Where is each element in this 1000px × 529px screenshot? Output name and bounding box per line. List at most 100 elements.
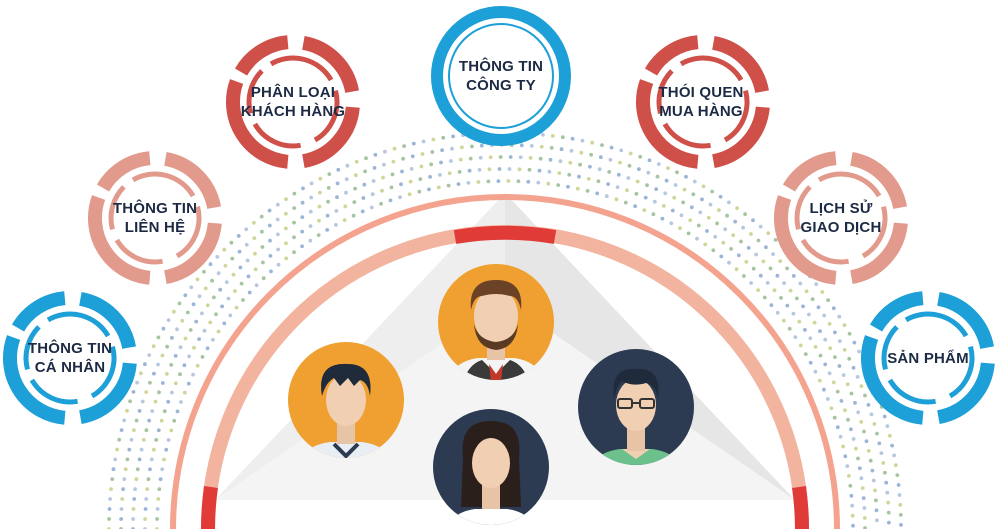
arc-dot [888,434,892,438]
arc-dot [859,420,863,424]
arc-dot [833,331,837,335]
arc-dot [702,185,706,189]
arc-dot [318,205,322,209]
arc-dot [245,243,249,247]
arc-dot [840,399,844,403]
arc-dot [154,400,158,404]
arc-dot [218,288,222,292]
arc-dot [169,363,173,367]
arc-dot [833,416,837,420]
arc-dot [343,205,347,209]
arc-dot [890,444,894,448]
arc-dot [144,390,148,394]
arc-dot [192,346,196,350]
arc-dot [276,218,280,222]
arc-dot [646,171,650,175]
arc-dot [260,215,264,219]
arc-dot [309,196,313,200]
arc-dot [741,226,745,230]
arc-dot [441,136,445,140]
arc-dot [808,336,812,340]
arc-dot [663,191,667,195]
arc-dot [179,400,183,404]
arc-dot [222,248,226,252]
arc-dot [148,381,152,385]
arc-dot [823,363,827,367]
arc-dot [754,253,758,257]
arc-dot [666,166,670,170]
arc-dot [684,175,688,179]
arc-dot [826,397,830,401]
arc-dot [132,428,136,432]
arc-dot [393,147,397,151]
arc-dot [355,160,359,164]
arc-dot [877,442,881,446]
arc-dot [439,161,443,165]
arc-dot [253,252,257,256]
arc-dot [150,409,154,413]
arc-dot [325,228,329,232]
arc-dot [710,190,714,194]
arc-dot [232,273,236,277]
arc-dot [691,192,695,196]
arc-dot [830,406,834,410]
arc-dot [894,463,898,467]
arc-dot [390,186,394,190]
arc-dot [427,188,431,192]
arc-dot [638,155,642,159]
arc-dot [820,290,824,294]
arc-dot [420,165,424,169]
arc-dot [847,474,851,478]
arc-dot [528,168,532,172]
arc-dot [354,173,358,177]
arc-dot [120,507,124,511]
arc-dot [606,182,610,186]
arc-dot [261,245,265,249]
arc-dot [344,191,348,195]
arc-dot [336,182,340,186]
arc-dot [409,180,413,184]
arc-dot [372,179,376,183]
arc-dot [117,438,121,442]
arc-dot [498,167,502,171]
arc-dot [276,248,280,252]
arc-dot [467,181,471,185]
arc-dot [225,280,229,284]
arc-dot [853,401,857,405]
arc-dot [541,133,545,137]
arc-dot [719,255,723,259]
arc-dot [771,252,775,256]
arc-dot [654,187,658,191]
arc-dot [335,195,339,199]
arc-dot [373,166,377,170]
arc-dot [115,448,119,452]
arc-dot [277,263,281,267]
arc-dot [725,214,729,218]
arc-dot [809,361,813,365]
arc-dot [605,194,609,198]
node-classification-label: PHÂN LOẠIKHÁCH HÀNG [228,62,358,142]
arc-dot [209,262,213,266]
arc-dot [309,210,313,214]
arc-dot [269,254,273,258]
arc-dot [121,487,125,491]
arc-dot [417,190,421,194]
arc-dot [374,153,378,157]
arc-dot [113,458,117,462]
arc-dot [381,176,385,180]
arc-dot [162,458,166,462]
arc-dot [211,338,215,342]
arc-dot [152,448,156,452]
arc-dot [192,302,196,306]
arc-dot [241,298,245,302]
arc-dot [749,281,753,285]
arc-dot [625,188,629,192]
arc-dot [697,224,701,228]
arc-dot [581,139,585,143]
arc-dot [157,336,161,340]
arc-dot [826,298,830,302]
arc-dot [846,382,850,386]
arc-dot [206,303,210,307]
arc-dot [616,185,620,189]
